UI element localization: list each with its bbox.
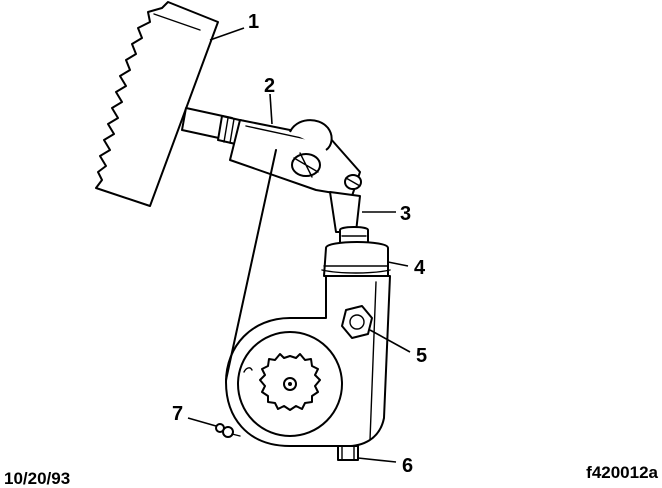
footer-figure-id: f420012a [586,463,658,482]
part-2-push-rod [181,107,362,197]
part-6-fitting [337,445,359,461]
footer-date: 10/20/93 [4,469,70,488]
callout-7: 7 [172,403,183,425]
callout-5: 5 [416,345,427,367]
callout-2: 2 [264,75,275,97]
callout-4: 4 [414,257,426,279]
adjuster-body [225,275,391,448]
part-4-adjuster-cap [321,241,391,277]
callout-3: 3 [400,203,411,225]
part-1-brake-housing [95,1,219,207]
bracket-line [225,149,277,381]
part-5-adjusting-nut [341,305,373,339]
part-7-grease-fitting [215,423,241,438]
callout-1: 1 [248,11,259,33]
leader-lines [187,27,411,463]
part-3-link-boot [329,191,369,246]
callout-6: 6 [402,455,413,477]
